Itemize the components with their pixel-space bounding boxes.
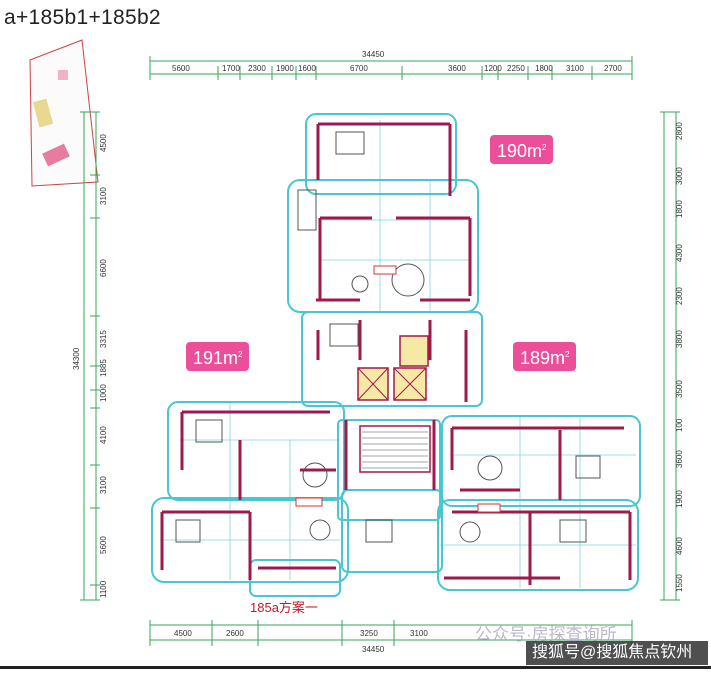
room-tags	[295, 265, 501, 513]
left-dim: 1100	[99, 580, 108, 598]
structural-walls	[160, 122, 632, 585]
left-dim: 3100	[99, 187, 108, 205]
dimension-ticks	[80, 56, 680, 646]
bottom-total-dim: 34450	[362, 645, 385, 654]
top-dim: 1800	[535, 64, 553, 73]
right-dim: 100	[675, 418, 684, 432]
right-dim: 2800	[675, 122, 684, 140]
area-value: 189m	[520, 348, 566, 368]
right-dims-col: 2800 3000 1800 4300 2300 3800 3500 100 3…	[675, 122, 684, 592]
area-value: 191m	[193, 348, 239, 368]
right-dim: 3800	[675, 330, 684, 348]
left-total-dim: 34300	[72, 347, 81, 370]
right-dim: 1900	[675, 490, 684, 508]
right-dim: 4600	[675, 537, 684, 555]
right-dim: 2300	[675, 287, 684, 305]
drawing-title: a+185b1+185b2	[4, 6, 161, 29]
bottom-border	[0, 666, 711, 669]
left-dim: 6600	[99, 259, 108, 277]
left-dims-col: 34300 4500 3100 6600 3315 1885 1000 4100…	[72, 134, 108, 598]
left-dim: 3100	[99, 476, 108, 494]
area-unit-superscript: 2	[238, 350, 243, 359]
top-dim: 2700	[604, 64, 622, 73]
area-unit-superscript: 2	[542, 143, 547, 152]
stairwell	[359, 425, 431, 473]
top-dim: 1700	[222, 64, 240, 73]
key-plan-thumbnail	[29, 39, 99, 187]
area-badge-189: 189m2	[513, 342, 577, 371]
right-dim: 3000	[675, 167, 684, 185]
right-dim: 1550	[675, 574, 684, 592]
top-dim: 2300	[248, 64, 266, 73]
right-dim: 4300	[675, 244, 684, 262]
left-dim: 4500	[99, 134, 108, 152]
bottom-dim: 4500	[174, 629, 192, 638]
right-dim: 3600	[675, 450, 684, 468]
top-dim: 3100	[566, 64, 584, 73]
left-dim: 5600	[99, 536, 108, 554]
area-unit-superscript: 2	[565, 350, 570, 359]
top-dim: 2250	[507, 64, 525, 73]
watermark-sohu: 搜狐号@搜狐焦点钦州站	[526, 641, 708, 685]
left-dim: 1885	[99, 359, 108, 377]
left-dim: 3315	[99, 330, 108, 348]
top-dim: 1600	[298, 64, 316, 73]
elevator-cores	[357, 335, 429, 401]
top-total-dim: 34450	[362, 50, 385, 59]
furniture	[175, 131, 601, 543]
top-dim: 3600	[448, 64, 466, 73]
left-dim: 4100	[99, 426, 108, 444]
right-dim: 3500	[675, 380, 684, 398]
top-dim: 6700	[350, 64, 368, 73]
watermark-wechat: 公众号·房探查询所	[475, 625, 617, 644]
area-badge-191: 191m2	[186, 342, 250, 371]
dimension-lines	[83, 60, 677, 641]
bottom-dim: 2600	[226, 629, 244, 638]
bottom-dim: 3100	[410, 629, 428, 638]
left-dim: 1000	[99, 384, 108, 402]
plan-caption: 185a方案一	[250, 600, 318, 615]
right-dim: 1800	[675, 200, 684, 218]
bottom-dim: 3250	[360, 629, 378, 638]
area-value: 190m	[497, 141, 543, 161]
top-dim: 1900	[276, 64, 294, 73]
bottom-dims-row: 4500 2600 3250 3100 34450	[174, 629, 428, 654]
top-dims-row: 5600 1700 2300 1900 1600 6700 3600 1200 …	[172, 64, 622, 73]
floor-plan-drawing: 34450 5600 1700 2300 1900 1600 6700 3600…	[29, 39, 684, 654]
top-dim: 5600	[172, 64, 190, 73]
room-partitions	[160, 120, 636, 588]
area-badge-190: 190m2	[490, 135, 554, 164]
top-dim: 1200	[484, 64, 502, 73]
